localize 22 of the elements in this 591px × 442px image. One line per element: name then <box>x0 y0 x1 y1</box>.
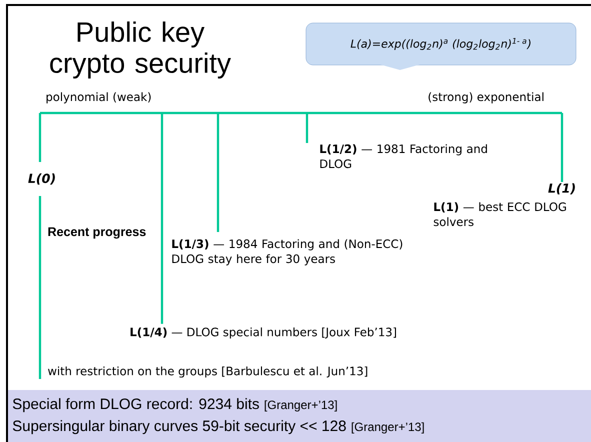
note-text: L(1/4) — DLOG special numbers [Joux Feb’13] <box>130 327 396 339</box>
leader-line <box>160 113 164 324</box>
edge-label: L(0) <box>26 172 58 186</box>
note-text: L(1/3) — 1984 Factoring and (Non-ECC) DLOG stay here for 30 years <box>172 239 402 266</box>
leader-line <box>216 113 220 232</box>
leader-line <box>560 113 564 182</box>
note-band: Special form DLOG record: 9234 bits [Granger+’13] Supersingular binary curves 59-bit security << 128 [Granger+’13] <box>8 390 591 442</box>
scale-label: (strong) exponential <box>428 92 544 104</box>
note-text: with restriction on the groups [Barbulescu et al. Jun’13] <box>48 366 368 378</box>
scale-label: polynomial (weak) <box>46 92 151 104</box>
scale-label: L(1) <box>548 183 575 194</box>
heading: Recent progress <box>48 227 146 239</box>
title: Public key crypto security <box>50 21 231 79</box>
label: [Granger+’13] <box>352 422 424 434</box>
label: Special form DLOG record: 9234 bits <box>12 398 259 412</box>
leader-line <box>38 112 42 380</box>
label: Supersingular binary curves 59-bit security << 128 <box>12 420 346 434</box>
label: [Granger+’13] <box>264 400 337 412</box>
note-text: L(1/2) — 1981 Factoring and DLOG <box>320 144 487 168</box>
formula-callout: L(a)=exp((log$_{2}$n)$^{a}$ (log$_{2}$log$_{2}$n)$^{1- a}$) <box>306 22 576 70</box>
leader-line <box>306 113 308 143</box>
note-text: L(1) — best ECC DLOG solvers <box>434 202 566 226</box>
